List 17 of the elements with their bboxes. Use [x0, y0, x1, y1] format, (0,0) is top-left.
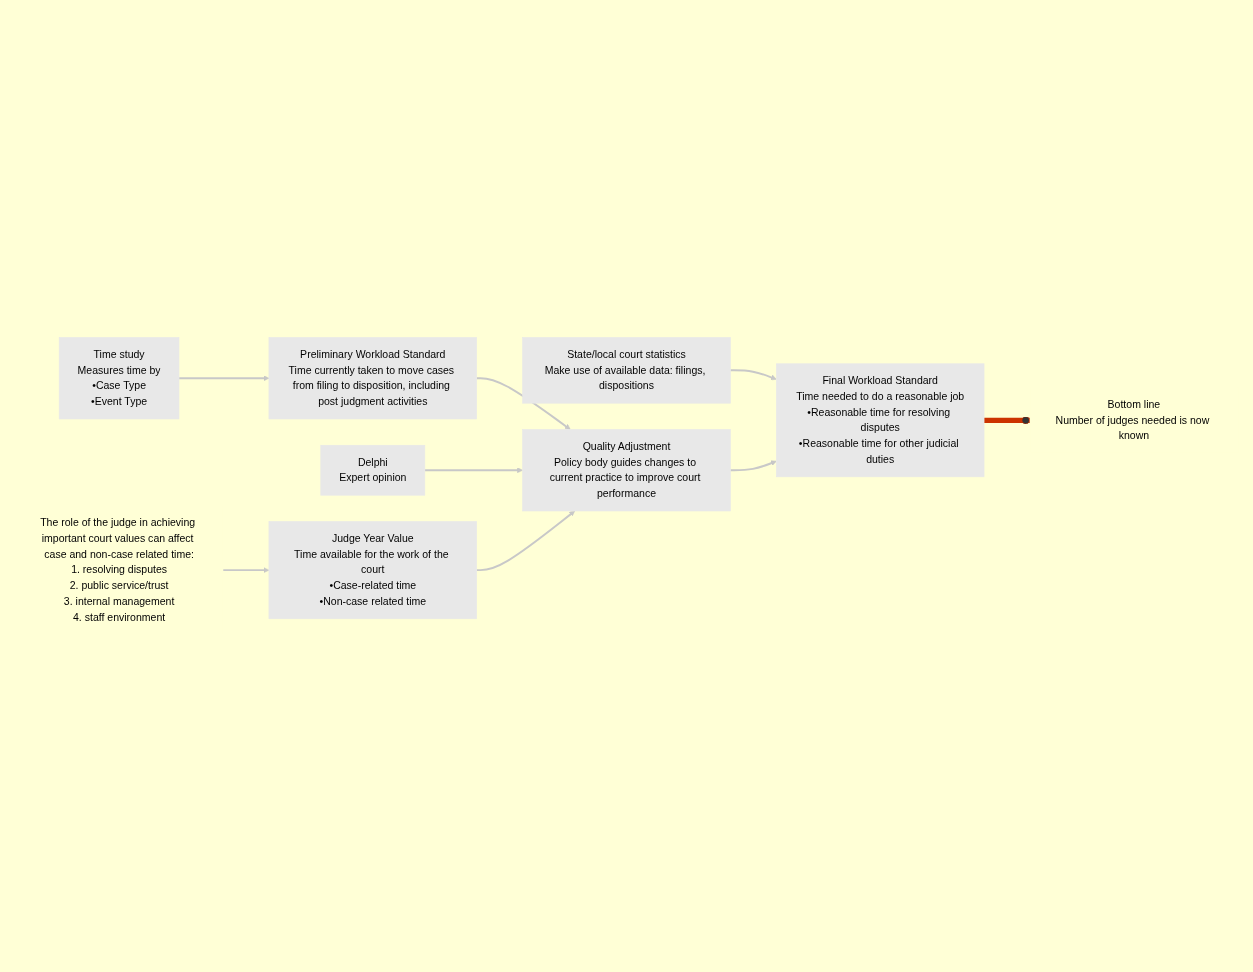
- node-box: Time study Measures time by •Case Type •Event Type: [58, 337, 180, 420]
- node-box: Final Workload Standard Time needed to do a reasonable job •Reasonable time for resolving disputes •Reasonable time for other judicial duties: [776, 363, 985, 478]
- arrow: [178, 375, 270, 382]
- node-box: Quality Adjustment Policy body guides changes to current practice to improve court performance: [522, 429, 731, 512]
- arrow: [729, 460, 777, 472]
- node-box: Delphi Expert opinion: [320, 444, 426, 496]
- node-text: The role of the judge in achieving important court values can affect case and non-case related time: 1. resolving disputes 2. public service/trust 3. internal management 4. staff environment: [40, 516, 196, 623]
- arrow: [423, 467, 523, 474]
- arrow: [475, 377, 571, 430]
- node-box: Preliminary Workload Standard Time currently taken to move cases from filing to disposition, including post judgment activities: [268, 337, 477, 420]
- arrow: [221, 567, 270, 573]
- arrow: [475, 510, 575, 572]
- arrow: [729, 369, 777, 381]
- connector: [984, 416, 1031, 425]
- node-box: State/local court statistics Make use of available data: filings, dispositions: [522, 337, 731, 404]
- node-box: Judge Year Value Time available for the work of the court •Case-related time •Non-case related time: [268, 521, 477, 620]
- node-text: Bottom line Number of judges needed is now known: [1055, 398, 1210, 442]
